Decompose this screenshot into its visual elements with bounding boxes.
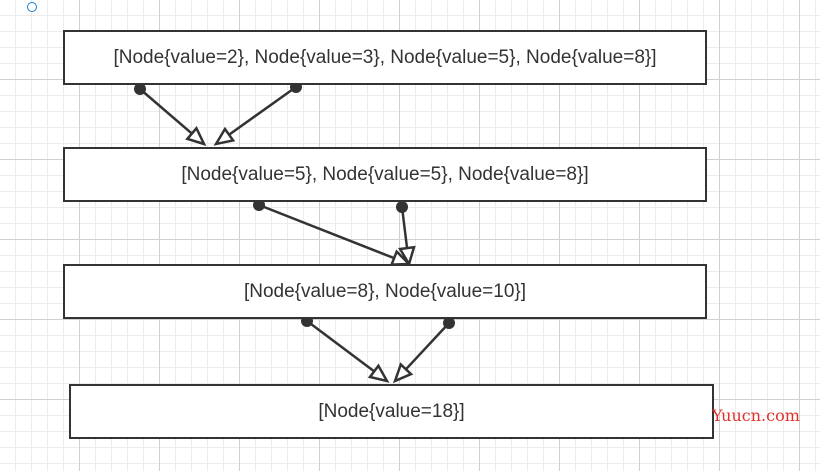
node-list-box-2[interactable]: [Node{value=5}, Node{value=5}, Node{valu… xyxy=(63,147,707,202)
edge-line xyxy=(400,206,409,249)
edge-line xyxy=(228,85,297,136)
edge-line xyxy=(306,319,375,373)
edge-start-dot-icon xyxy=(396,201,408,213)
selection-handle-icon[interactable] xyxy=(27,2,37,12)
edge-2[interactable] xyxy=(213,81,302,146)
edge-line xyxy=(404,322,450,371)
node-list-box-3[interactable]: [Node{value=8}, Node{value=10}] xyxy=(63,264,707,319)
edge-1[interactable] xyxy=(134,83,207,147)
edge-4[interactable] xyxy=(396,201,416,268)
edge-start-dot-icon xyxy=(134,83,146,95)
edge-line xyxy=(139,88,193,135)
edge-start-dot-icon xyxy=(253,199,265,211)
arrowhead-icon xyxy=(392,362,414,384)
edge-6[interactable] xyxy=(392,317,455,384)
arrowhead-icon xyxy=(213,126,236,146)
node-list-label-1: [Node{value=2}, Node{value=3}, Node{valu… xyxy=(113,46,657,68)
node-list-label-2: [Node{value=5}, Node{value=5}, Node{valu… xyxy=(181,163,589,185)
watermark-text: Yuucn.com xyxy=(712,406,800,425)
arrowhead-icon xyxy=(367,363,390,383)
arrowhead-icon xyxy=(398,245,416,268)
node-list-label-4: [Node{value=18}] xyxy=(318,400,465,422)
edge-5[interactable] xyxy=(301,315,390,383)
node-list-label-3: [Node{value=8}, Node{value=10}] xyxy=(243,280,527,302)
edge-group xyxy=(134,81,455,384)
node-list-box-1[interactable]: [Node{value=2}, Node{value=3}, Node{valu… xyxy=(63,30,707,85)
edge-start-dot-icon xyxy=(443,317,455,329)
edge-3[interactable] xyxy=(253,199,412,266)
arrowhead-icon xyxy=(185,125,207,147)
edge-line xyxy=(258,203,395,260)
node-list-box-4[interactable]: [Node{value=18}] xyxy=(69,384,714,439)
